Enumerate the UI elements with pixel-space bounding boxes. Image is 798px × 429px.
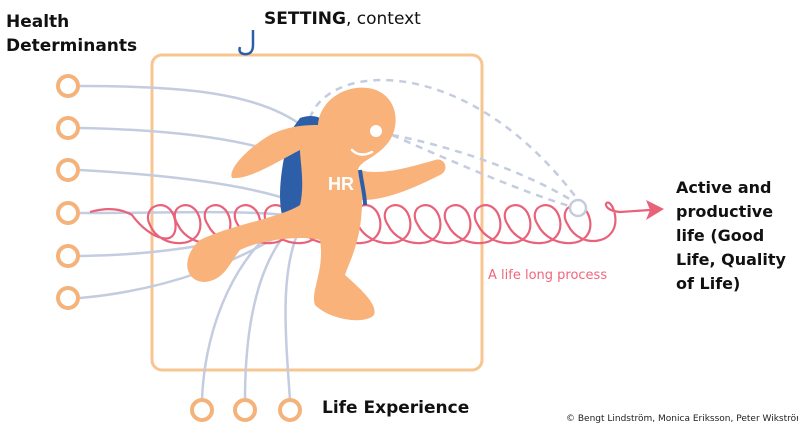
meeting-circle <box>570 200 586 216</box>
determinant-circle <box>58 118 78 138</box>
setting-label-bold: SETTING <box>264 9 346 29</box>
health-determinants-label: Health Determinants <box>6 10 126 58</box>
health-determinants-text: Health Determinants <box>6 10 126 58</box>
figure-eye <box>370 125 382 137</box>
experience-circle <box>235 400 255 420</box>
credit-label: © Bengt Lindström, Monica Eriksson, Pete… <box>566 414 798 424</box>
determinant-circle <box>58 246 78 266</box>
experience-circle <box>192 400 212 420</box>
hr-figure <box>187 88 445 321</box>
determinant-circle <box>58 76 78 96</box>
setting-label-rest: , context <box>346 9 421 29</box>
process-label: A life long process <box>488 268 607 283</box>
setting-hook <box>240 30 254 54</box>
experience-circle <box>280 400 300 420</box>
life-experience-label: Life Experience <box>322 398 469 418</box>
setting-label: SETTING, context <box>264 9 421 29</box>
determinant-circles <box>58 76 78 308</box>
figure-label: HR <box>328 174 354 194</box>
determinant-circle <box>58 203 78 223</box>
process-spiral <box>90 203 650 244</box>
determinant-circle <box>58 288 78 308</box>
experience-circles <box>192 400 300 420</box>
determinant-circle <box>58 160 78 180</box>
outcome-label: Active and productive life (Good Life, Q… <box>676 176 796 296</box>
